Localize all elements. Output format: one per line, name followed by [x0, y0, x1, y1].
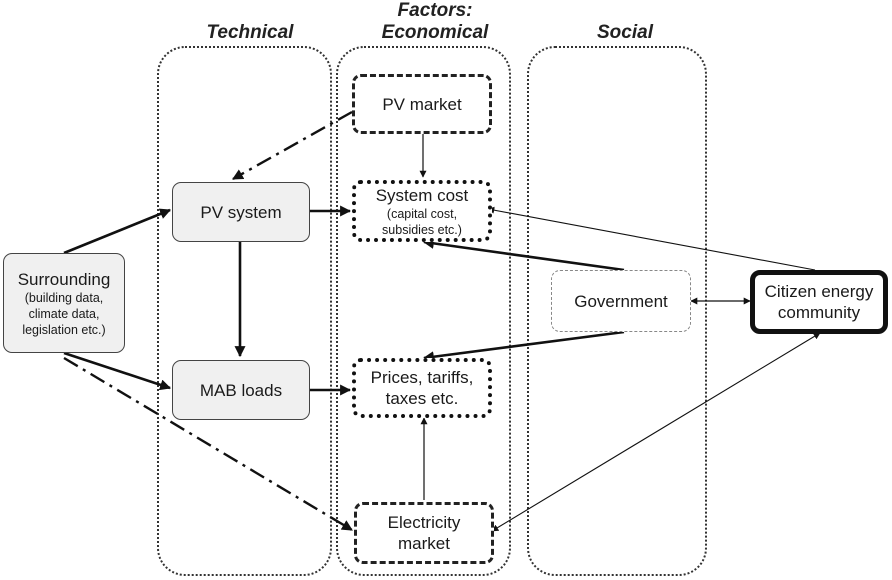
pv-system-title: PV system [200, 202, 282, 222]
system-cost-title: System cost [375, 185, 469, 205]
pv-system-node: PV system [172, 182, 310, 242]
arrow-surrounding-pv-system [63, 208, 172, 255]
mab-loads-title: MAB loads [199, 380, 283, 400]
surrounding-detail: (building data, climate data, legislatio… [22, 290, 106, 337]
social-header: Social [597, 22, 653, 43]
system-cost-node: System cost (capital cost, subsidies etc… [352, 180, 492, 242]
technical-header: Technical [206, 22, 294, 43]
factors-header: Factors: [397, 0, 473, 21]
arrow-government-system-cost [422, 237, 625, 272]
citizen-energy-community-node: Citizen energy community [750, 270, 888, 334]
government-node: Government [551, 270, 691, 332]
mab-loads-node: MAB loads [172, 360, 310, 420]
social-lane [527, 46, 707, 576]
pv-market-title: PV market [382, 94, 462, 114]
surrounding-title: Surrounding [17, 269, 111, 289]
arrow-community-system-cost [487, 206, 816, 271]
economical-header: Economical [381, 22, 489, 43]
arrow-government-prices [422, 330, 625, 363]
arrow-surrounding-mab-loads [63, 351, 172, 391]
arrow-pv-market-pv-system [232, 110, 353, 181]
system-cost-detail: (capital cost, subsidies etc.) [382, 206, 462, 237]
economical-lane [336, 46, 511, 576]
electricity-market-title: Electricity market [387, 513, 461, 553]
prices-node: Prices, tariffs, taxes etc. [352, 358, 492, 418]
surrounding-node: Surrounding (building data, climate data… [3, 253, 125, 353]
technical-lane [157, 46, 332, 576]
government-title: Government [574, 291, 668, 311]
arrow-community-electricity-market [491, 332, 821, 532]
citizen-energy-community-title: Citizen energy community [764, 282, 874, 322]
arrow-surrounding-electricity-market [63, 356, 353, 532]
prices-title: Prices, tariffs, taxes etc. [370, 368, 474, 408]
pv-market-node: PV market [352, 74, 492, 134]
electricity-market-node: Electricity market [354, 502, 494, 564]
